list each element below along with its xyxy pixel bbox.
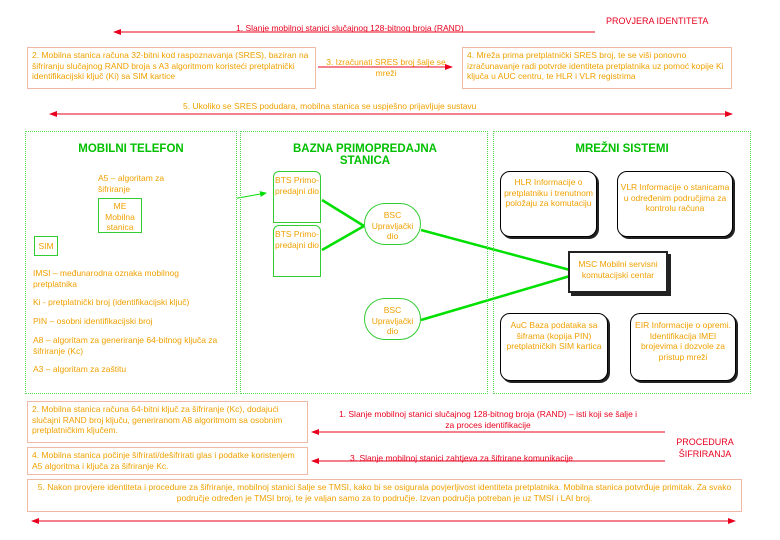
imsi-label: IMSI – međunarodna oznaka mobilnog pretp…	[33, 268, 180, 289]
eir-node: EIR Informacije o opremi. Identifikacija…	[630, 313, 736, 381]
bsc2-msc-link	[420, 274, 571, 322]
sim-node: SIM	[34, 236, 58, 256]
mobile-title: MOBILNI TELEFON	[78, 143, 184, 155]
bsc-node-1: BSC Upravljački dio	[364, 203, 421, 245]
bsc1-msc-link	[420, 228, 571, 272]
enc-step-5: 5. Nakon provjere identiteta i procedure…	[27, 479, 742, 512]
auth-step-2: 2. Mobilna stanica računa 32-bitni kod r…	[27, 47, 316, 89]
bts2-bsc1-link	[321, 224, 365, 252]
enc-step-4: 4. Mobilna stanica počinje šifrirati/deš…	[27, 447, 308, 475]
vlr-node: VLR Informacije o stanicama u određenim …	[617, 171, 733, 237]
base-station-title: BAZNA PRIMOPREDAJNA STANICA	[293, 143, 437, 167]
auth-step-4: 4. Mreža prima pretplatnički SRES broj, …	[462, 47, 732, 89]
bts-node-2: BTS Primo-predajni dio	[273, 225, 321, 277]
a5-label: A5 – algoritam za šifriranje	[98, 173, 165, 194]
me-node: ME Mobilna stanica	[98, 198, 142, 233]
base-station-panel	[240, 131, 488, 394]
network-panel	[493, 131, 751, 394]
a8-label: A8 – algoritam za generiranje 64-bitnog …	[33, 335, 218, 356]
bsc-node-2: BSC Upravljački dio	[364, 298, 421, 340]
enc-step-1: 1. Slanje mobilnoj stanici slučajnog 128…	[338, 409, 638, 430]
hlr-node: HLR Informacije o pretplatniku i trenutn…	[500, 171, 597, 237]
bts-node-1: BTS Primo-predajni dio	[273, 171, 321, 223]
msc-node: MSC Mobilni servisni komutacijski centar	[568, 251, 668, 293]
bts1-bsc1-link	[321, 198, 365, 228]
a3-label: A3 – algoritam za zaštitu	[33, 364, 127, 374]
enc-title: PROCEDURA ŠIFRIRANJA	[676, 437, 734, 459]
pin-label: PIN – osobni identifikacijski broj	[33, 316, 153, 326]
enc-step-3: 3. Slanje mobilnoj stanici zahtjeva za š…	[350, 453, 573, 463]
auth-title: PROVJERA IDENTITETA	[606, 16, 709, 26]
auth-step-3: 3. Izračunati SRES broj šalje se mreži	[326, 57, 446, 78]
auth-step-5: 5. Ukoliko se SRES podudara, mobilna sta…	[183, 101, 477, 111]
auc-node: AuC Baza podataka sa šiframa (kopija PIN…	[500, 313, 608, 381]
enc-step-2: 2. Mobilna stanica računa 64-bitni ključ…	[27, 401, 308, 443]
network-title: MREŽNI SISTEMI	[575, 143, 669, 155]
ki-label: Ki - pretplatnički broj (identifikacijsk…	[33, 297, 190, 307]
auth-step-1: 1. Slanje mobilnoj stanici slučajnog 128…	[236, 23, 464, 33]
mobile-panel	[25, 131, 237, 394]
